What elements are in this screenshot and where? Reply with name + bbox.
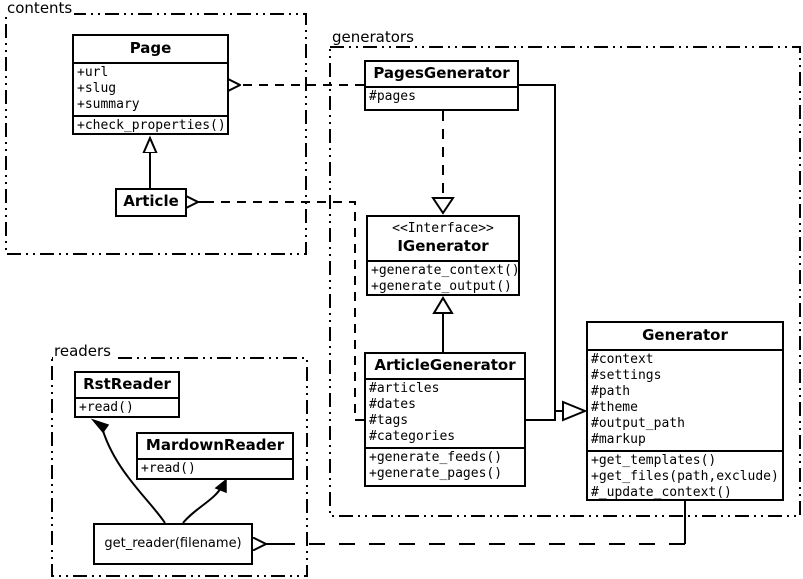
class-attribute: #theme: [591, 400, 638, 415]
class-attribute: #articles: [369, 381, 440, 396]
package-borders: [5, 13, 801, 577]
class-attribute: #dates: [369, 397, 416, 412]
class-attribute: +summary: [77, 97, 140, 112]
class-operations-rst-reader: +read(): [76, 399, 178, 418]
rel-getreader-returns-mardownreader: [182, 478, 227, 524]
class-box-article-generator[interactable]: ArticleGenerator #articles #dates #tags …: [364, 352, 526, 487]
class-header-igenerator: <<Interface>> IGenerator: [368, 217, 518, 262]
class-attribute: #tags: [369, 413, 409, 428]
rel-articlegenerator-inherits-generator: [526, 400, 588, 422]
class-box-pages-generator[interactable]: PagesGenerator #pages: [364, 60, 519, 111]
class-attribute: #pages: [369, 89, 416, 104]
class-stereotype-igenerator: <<Interface>>: [392, 221, 494, 236]
class-title-mardown-reader: MardownReader: [138, 434, 292, 460]
class-attribute: #context: [591, 352, 654, 367]
class-operations-page: +check_properties(): [74, 117, 227, 136]
class-attributes-article-generator: #articles #dates #tags #categories: [366, 380, 524, 449]
class-title-rst-reader: RstReader: [76, 373, 178, 399]
class-operation: +generate_feeds(): [369, 450, 503, 465]
class-box-mardown-reader[interactable]: MardownReader +read(): [136, 432, 294, 480]
class-title-page: Page: [74, 36, 227, 64]
class-box-rst-reader[interactable]: RstReader +read(): [74, 371, 180, 418]
function-box-get-reader[interactable]: get_reader(filename): [93, 523, 253, 565]
class-operation: +generate_pages(): [369, 466, 503, 481]
class-operations-mardown-reader: +read(): [138, 460, 292, 479]
class-attributes-page: +url +slug +summary: [74, 64, 227, 117]
class-title-generator: Generator: [588, 323, 782, 351]
class-title-article-generator: ArticleGenerator: [366, 354, 524, 380]
class-operation: +check_properties(): [77, 118, 226, 133]
class-box-article[interactable]: Article: [115, 188, 187, 217]
class-attribute: +url: [77, 65, 109, 80]
package-border-generators: [329, 46, 801, 517]
class-operation: +get_templates(): [591, 453, 717, 468]
class-box-page[interactable]: Page +url +slug +summary +check_properti…: [72, 34, 229, 135]
class-operations-igenerator: +generate_context() +generate_output(): [368, 262, 520, 297]
rel-articlegenerator-depends-article: [198, 202, 364, 421]
class-operations-generator: +get_templates() +get_files(path,exclude…: [588, 452, 782, 503]
rel-pagesgenerator-inherits-generator: [519, 84, 569, 412]
class-operation: +read(): [79, 400, 134, 415]
class-attribute: #output_path: [591, 416, 685, 431]
rel-pagesgenerator-realizes-igenerator: [431, 111, 455, 215]
class-title-article: Article: [123, 192, 179, 210]
class-attributes-pages-generator: #pages: [366, 88, 517, 107]
class-title-igenerator: IGenerator: [397, 237, 489, 255]
package-border-readers: [51, 357, 308, 577]
class-title-pages-generator: PagesGenerator: [366, 62, 517, 88]
class-operation: #_update_context(): [591, 485, 732, 500]
class-box-generator[interactable]: Generator #context #settings #path #them…: [586, 321, 784, 501]
class-attribute: #settings: [591, 368, 662, 383]
class-attribute: #categories: [369, 429, 456, 444]
class-attribute: #path: [591, 384, 631, 399]
class-attribute: #markup: [591, 432, 646, 447]
class-operations-article-generator: +generate_feeds() +generate_pages(): [366, 449, 524, 484]
package-label-generators: generators: [331, 28, 416, 46]
class-attribute: +slug: [77, 81, 117, 96]
class-operation: +generate_context(): [371, 263, 520, 278]
class-attributes-generator: #context #settings #path #theme #output_…: [588, 351, 782, 452]
package-label-contents: contents: [6, 0, 75, 17]
package-label-readers: readers: [53, 342, 113, 360]
rel-generator-depends-getreader: [266, 501, 686, 544]
rel-articlegenerator-inherits-igenerator: [432, 296, 454, 352]
rel-getreader-returns-rstreader: [90, 418, 166, 524]
function-label-get-reader: get_reader(filename): [104, 536, 242, 551]
class-operation: +read(): [141, 461, 196, 476]
package-border-contents: [5, 13, 307, 255]
class-box-igenerator[interactable]: <<Interface>> IGenerator +generate_conte…: [366, 215, 520, 296]
class-operation: +generate_output(): [371, 279, 512, 294]
class-operation: +get_files(path,exclude): [591, 469, 779, 484]
